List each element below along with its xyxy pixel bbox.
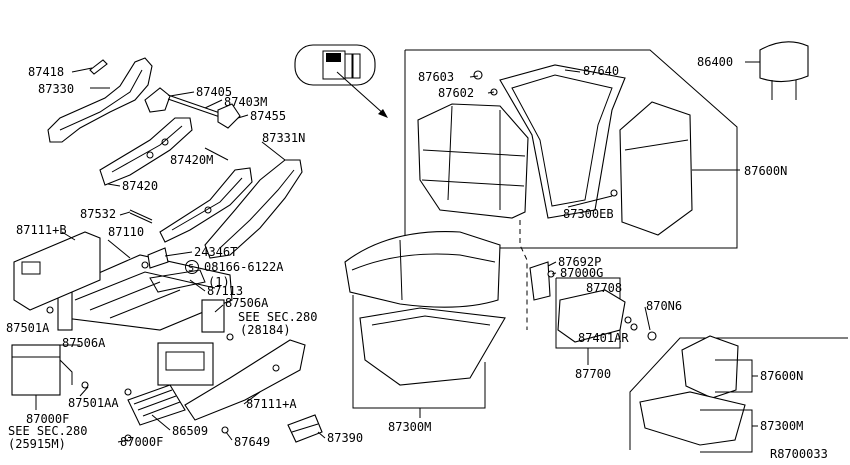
seat-adjuster-rail — [47, 57, 153, 143]
bolts-left — [46, 261, 234, 442]
label-87420m: 87420M — [170, 153, 213, 167]
seatback-frame-87640 — [499, 64, 626, 219]
side-cover-87111b — [13, 231, 101, 311]
label-24346t: 24346T — [194, 245, 237, 259]
label-87403m: 87403M — [224, 95, 267, 109]
label-87501aa: 87501AA — [68, 396, 119, 410]
seat-track-upper-87420m — [99, 117, 193, 186]
label-87300m: 87300M — [388, 420, 431, 434]
label-87600n: 87600N — [744, 164, 787, 178]
label-87300m-inset: 87300M — [760, 419, 803, 433]
label-87111b: 87111+B — [16, 223, 67, 237]
s-mark-text: S — [188, 263, 194, 274]
label-87640: 87640 — [583, 64, 619, 78]
part-labels: 87418 87330 87405 87403M 87455 87331N 87… — [6, 55, 828, 461]
back-panel-cover — [619, 101, 693, 236]
label-87692p: 87692P — [558, 255, 601, 269]
label-87506a-left: 87506A — [62, 336, 106, 350]
label-see-sec280-left: SEE SEC.280 — [8, 424, 87, 438]
control-unit-left — [11, 344, 73, 396]
drawer-87390 — [287, 414, 323, 443]
label-87455: 87455 — [250, 109, 286, 123]
label-87700: 87700 — [575, 367, 611, 381]
label-87330: 87330 — [38, 82, 74, 96]
label-87506a-right: 87506A — [225, 296, 269, 310]
label-87649: 87649 — [234, 435, 270, 449]
label-87405: 87405 — [196, 85, 232, 99]
label-87390: 87390 — [327, 431, 363, 445]
s-circle-mark: S — [185, 260, 199, 274]
diagram-code: R8700033 — [770, 447, 828, 461]
label-see-sec280-right: SEE SEC.280 — [238, 310, 317, 324]
label-87000g: 87000G — [560, 266, 603, 280]
label-87532: 87532 — [80, 207, 116, 221]
side-cover-87111a — [184, 339, 306, 421]
label-87000f-top: 87000F — [26, 412, 69, 426]
label-87418: 87418 — [28, 65, 64, 79]
seat-frame-87110 — [57, 247, 233, 333]
label-87603: 87603 — [418, 70, 454, 84]
label-see-sec280-right-code: (28184) — [240, 323, 291, 337]
label-see-sec280-left-code: (25915M) — [8, 437, 66, 451]
inset-box — [629, 335, 848, 453]
label-87000f-bottom: 87000F — [120, 435, 163, 449]
recliner-mechanism-87405 — [144, 87, 241, 129]
headrest-86400 — [759, 41, 809, 100]
label-87501a: 87501A — [6, 321, 50, 335]
label-870n6: 870N6 — [646, 299, 682, 313]
seat-cushion-87300m — [344, 231, 506, 409]
harness-dash — [519, 220, 528, 330]
lumbar-unit-87700 — [555, 277, 657, 349]
label-87331n: 87331N — [262, 131, 305, 145]
seat-track-lower-87420 — [159, 167, 253, 243]
label-87300eb: 87300EB — [563, 207, 614, 221]
control-unit-right — [157, 342, 214, 386]
label-87110: 87110 — [108, 225, 144, 239]
label-87401ar: 87401AR — [578, 331, 629, 345]
label-08166-qty: (1) — [208, 275, 230, 289]
label-87600n-inset: 87600N — [760, 369, 803, 383]
label-87420: 87420 — [122, 179, 158, 193]
vehicle-locator-icon — [294, 44, 388, 118]
seatback-trim-87600n — [417, 103, 529, 219]
leader-lines — [35, 61, 760, 443]
label-87111a: 87111+A — [246, 397, 297, 411]
label-87708: 87708 — [586, 281, 622, 295]
label-08166-6122a: 08166-6122A — [204, 260, 284, 274]
label-86509: 86509 — [172, 424, 208, 438]
cushion-frame-87113 — [149, 269, 206, 293]
side-finisher-87331n — [204, 159, 303, 259]
label-87602: 87602 — [438, 86, 474, 100]
seat-back-box — [404, 49, 738, 249]
tray-86509 — [127, 384, 186, 426]
label-86400: 86400 — [697, 55, 733, 69]
spring-87532 — [129, 209, 153, 224]
bracket-87692p — [529, 261, 555, 301]
label-87113: 87113 — [207, 284, 243, 298]
adjuster-bracket-87418 — [89, 59, 108, 75]
